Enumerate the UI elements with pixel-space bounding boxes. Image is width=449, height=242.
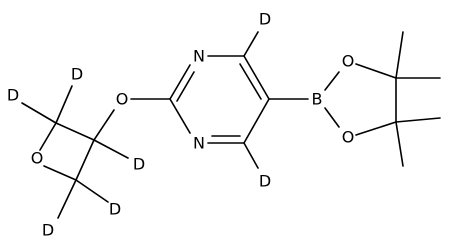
- bond-o-upper-c: [355, 63, 397, 79]
- bond-oxetane-o-c3: [39, 122, 57, 151]
- bond-c6-c5: [243, 55, 270, 100]
- bond-c2-d: [93, 139, 129, 159]
- atom-d-ring-bottom: D: [259, 172, 271, 191]
- bonds: [21, 31, 441, 219]
- bond-c2pyr-n-upper: [169, 64, 191, 100]
- atom-d-ring-top: D: [259, 10, 271, 29]
- bond-b-o-upper: [324, 71, 340, 91]
- bond-c3-d-left: [21, 102, 57, 124]
- atom-o-boron-upper: O: [342, 52, 355, 71]
- bond-methyl-upper-up: [395, 31, 404, 79]
- atom-o-boron-lower: O: [342, 128, 355, 147]
- bond-c6-d: [243, 31, 259, 57]
- bond-c2pyr-n-upper-inner: [176, 71, 195, 102]
- atom-o-oxetane: O: [31, 149, 44, 168]
- atom-d-oxetane-bottom-right: D: [109, 200, 121, 219]
- bond-methyl-lower-down: [395, 121, 404, 167]
- bond-o-lower-b: [324, 107, 340, 128]
- bond-c4-d-bottom: [57, 179, 77, 219]
- bond-c-o-lower: [355, 121, 397, 136]
- atom-labels: N N O O O O B D D D D D D D: [7, 10, 354, 240]
- bond-oxetane-c2-c4: [75, 139, 95, 181]
- bond-c4pyr-d: [243, 142, 259, 169]
- atom-d-oxetane-bottom-left: D: [42, 221, 54, 240]
- bond-c4-d-right: [75, 179, 109, 203]
- atom-boron: B: [312, 90, 323, 109]
- bond-oxetane-c4-o: [43, 165, 77, 181]
- atom-d-oxetane-ch: D: [133, 155, 145, 174]
- atom-o-ether: O: [116, 90, 129, 109]
- atom-d-oxetane-top-left: D: [7, 86, 19, 105]
- bond-c2-o-ether: [93, 109, 115, 141]
- bond-n-lower-c2pyr: [169, 98, 191, 134]
- bond-methyl-lower-right: [395, 117, 441, 123]
- bond-c3-d-top: [55, 85, 73, 124]
- atom-d-oxetane-top-right: D: [71, 65, 83, 84]
- atom-n-upper: N: [193, 47, 205, 66]
- bond-c5-c4: [243, 98, 270, 144]
- atom-n-lower: N: [193, 134, 205, 153]
- bond-c6-c5-inner: [239, 63, 262, 100]
- bond-oxetane-c3-c2: [55, 122, 95, 141]
